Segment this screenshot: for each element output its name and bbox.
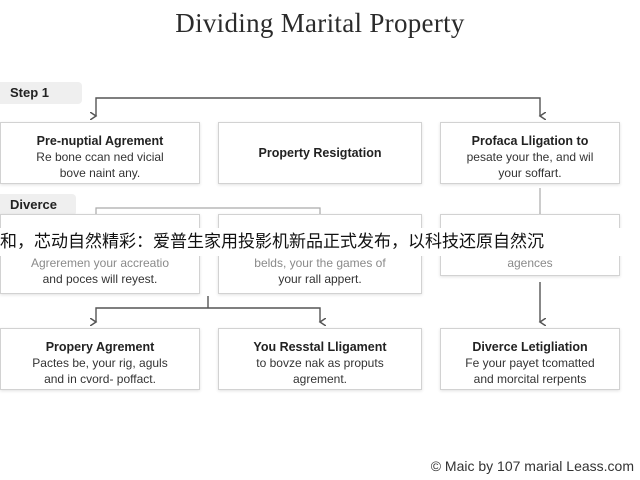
card-text: and poces will reyest. (42, 272, 158, 286)
card-text: Pactes be, your rig, aguls (32, 356, 168, 370)
card-text: agences (507, 256, 553, 270)
card-text: your rall appert. (278, 272, 362, 286)
connector-step-bracket (96, 97, 540, 116)
card-heading: Diverce Letigliation (472, 340, 588, 354)
card-divorce-litigation: Diverce Letigliation Fe your payet tcoma… (440, 328, 620, 390)
overlay-banner-text: 和，芯动自然精彩：爱普生家用投影机新品正式发布，以科技还原自然沉 (0, 228, 640, 256)
page-title: Dividing Marital Property (175, 8, 465, 38)
card-text: agrement. (292, 372, 348, 386)
card-heading: You Resstal Lligament (253, 340, 387, 354)
card-heading: Pre-nuptial Agrement (36, 134, 164, 148)
card-text: belds, your the games of (254, 256, 386, 270)
card-text: Re bone ccan ned vicial (36, 150, 164, 164)
card-property-registration: Property Resigtation (218, 122, 422, 184)
card-heading: Propery Agrement (45, 340, 155, 354)
card-heading: Property Resigtation (258, 146, 382, 160)
card-text: pesate your the, and wil (466, 150, 594, 164)
credit-text: © Maic by 107 marial Leass.com (430, 458, 634, 474)
card-restal-ligament: You Resstal Lligament to bovze nak as pr… (218, 328, 422, 390)
card-text: to bovze nak as proputs (256, 356, 384, 370)
card-text: and in cvord- poffact. (44, 372, 156, 386)
card-property-agreement: Propery Agrement Pactes be, your rig, ag… (0, 328, 200, 390)
card-prenuptial-agreement: Pre-nuptial Agrement Re bone ccan ned vi… (0, 122, 200, 184)
card-text: and morcital rerpents (473, 372, 587, 386)
step-label: Step 1 (0, 82, 82, 104)
card-text: bove naint any. (59, 166, 141, 180)
card-litigation: Profaca Lligation to pesate your the, an… (440, 122, 620, 184)
divorce-label: Diverce (0, 194, 76, 216)
card-text: your soffart. (498, 166, 562, 180)
card-text: Agreremen your accreatio (30, 256, 170, 270)
connector-lower-bracket (96, 307, 320, 322)
card-text: Fe your payet tcomatted (465, 356, 595, 370)
card-heading: Profaca Lligation to (471, 134, 589, 148)
